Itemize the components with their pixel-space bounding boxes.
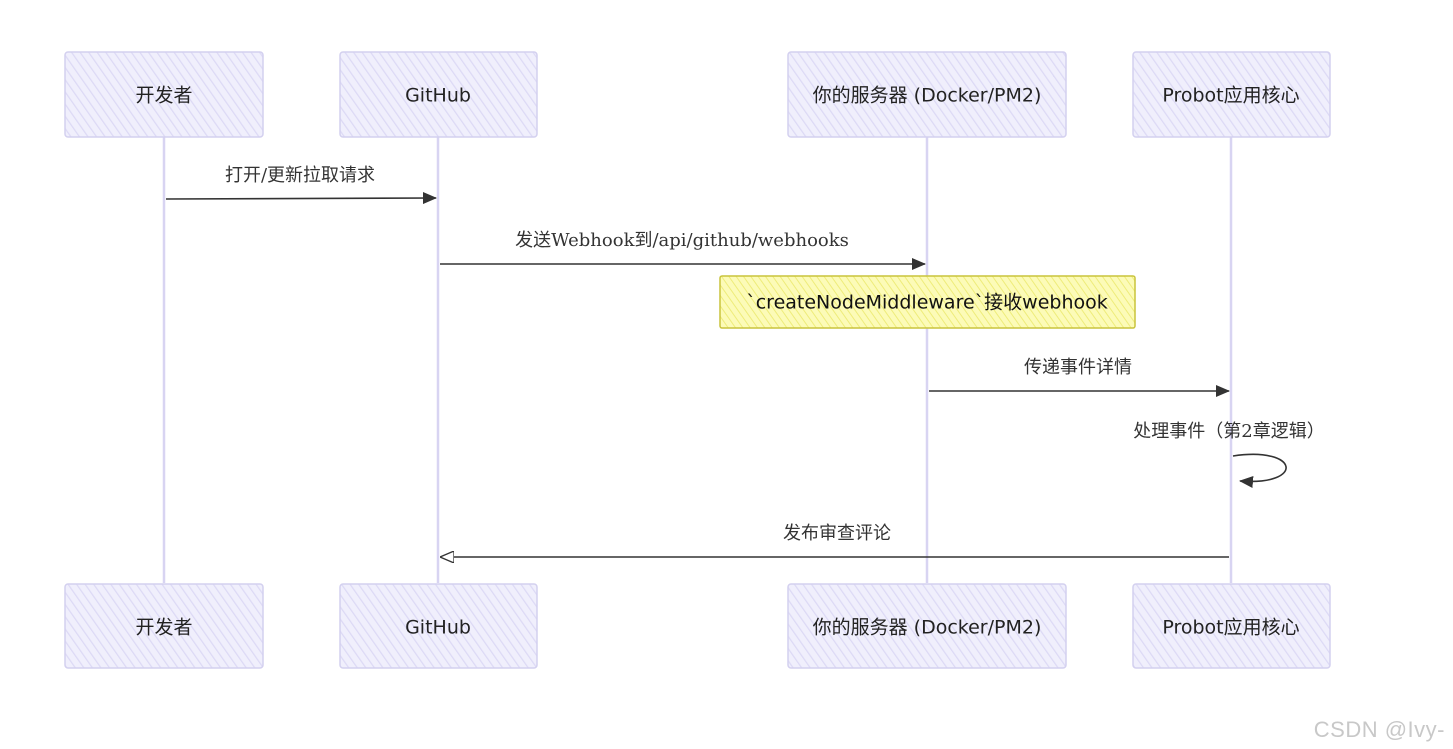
message-label: 处理事件（第2章逻辑） xyxy=(1133,421,1324,442)
message-3: 传递事件详情 xyxy=(929,357,1230,397)
message-label: 发送Webhook到/api/github/webhooks xyxy=(515,230,849,251)
note-label: `createNodeMiddleware`接收webhook xyxy=(746,292,1108,314)
note-over-server: `createNodeMiddleware`接收webhook xyxy=(719,275,1136,329)
message-5: 发布审查评论 xyxy=(441,523,1229,557)
message-arrow xyxy=(165,192,437,205)
actor-dev-bottom: 开发者 xyxy=(64,583,264,669)
actor-label: 你的服务器 (Docker/PM2) xyxy=(813,85,1042,107)
message-label: 发布审查评论 xyxy=(783,523,891,544)
message-4-self: 处理事件（第2章逻辑） xyxy=(1133,421,1325,488)
actor-label: Probot应用核心 xyxy=(1162,617,1299,639)
message-1: 打开/更新拉取请求 xyxy=(165,165,437,205)
actor-label: GitHub xyxy=(405,617,471,639)
watermark: CSDN @Ivy- xyxy=(1313,717,1445,742)
message-label: 传递事件详情 xyxy=(1024,357,1132,378)
actor-server-bottom: 你的服务器 (Docker/PM2) xyxy=(787,583,1067,669)
actor-dev-top: 开发者 xyxy=(64,51,264,138)
actor-label: 开发者 xyxy=(135,617,192,639)
actor-probot-bottom: Probot应用核心 xyxy=(1132,583,1331,669)
actor-label: 你的服务器 (Docker/PM2) xyxy=(813,617,1042,639)
actor-server-top: 你的服务器 (Docker/PM2) xyxy=(787,51,1067,138)
actor-label: GitHub xyxy=(405,85,471,107)
actor-github-top: GitHub xyxy=(339,51,538,138)
self-loop-arrow xyxy=(1232,453,1287,488)
message-2: 发送Webhook到/api/github/webhooks xyxy=(440,230,926,270)
actor-probot-top: Probot应用核心 xyxy=(1132,51,1331,138)
actor-label: Probot应用核心 xyxy=(1162,85,1299,107)
actor-label: 开发者 xyxy=(135,85,192,107)
message-label: 打开/更新拉取请求 xyxy=(225,165,375,186)
actor-github-bottom: GitHub xyxy=(339,583,538,669)
